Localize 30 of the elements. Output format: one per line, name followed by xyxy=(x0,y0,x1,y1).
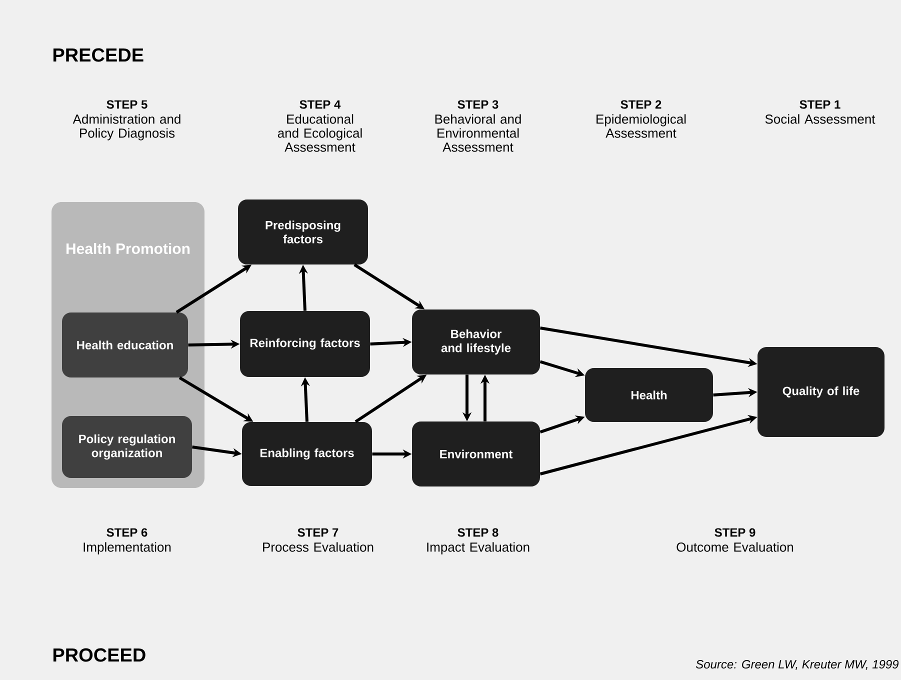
factor-box: Behavior and lifestyle xyxy=(412,310,540,374)
step-number: STEP 2 xyxy=(620,100,662,109)
step-number: STEP 9 xyxy=(714,528,756,537)
factor-box: Predisposing factors xyxy=(238,200,368,264)
source-note: Source: Green LW, Kreuter MW, 1999 xyxy=(696,660,899,670)
factor-box: Environment xyxy=(412,422,540,486)
step-description: Social Assessment xyxy=(765,114,876,124)
step-number: STEP 5 xyxy=(106,100,148,109)
step-description: Educational and Ecological Assessment xyxy=(278,114,362,152)
step-description: Outcome Evaluation xyxy=(676,542,794,552)
factor-box: Policy regulation organization xyxy=(62,416,192,478)
factor-box: Enabling factors xyxy=(242,422,372,486)
section-heading: PRECEDE xyxy=(53,48,144,62)
step-number: STEP 3 xyxy=(458,100,498,109)
section-heading: PROCEED xyxy=(53,648,146,662)
step-number: STEP 8 xyxy=(458,528,498,537)
step-number: STEP 7 xyxy=(298,528,338,537)
factor-box: Quality of life xyxy=(758,347,885,437)
factor-box: Health education xyxy=(62,312,188,378)
factor-box: Reinforcing factors xyxy=(240,311,370,377)
step-description: Epidemiological Assessment xyxy=(596,114,686,138)
step-description: Impact Evaluation xyxy=(427,542,530,554)
step-number: STEP 4 xyxy=(300,100,341,109)
factor-box: Health xyxy=(585,368,713,422)
step-description: Process Evaluation xyxy=(263,542,374,552)
step-description: Implementation xyxy=(84,542,171,554)
step-number: STEP 6 xyxy=(106,528,148,537)
step-number: STEP 1 xyxy=(800,100,840,109)
step-description: Behavioral and Environmental Assessment xyxy=(435,114,521,152)
step-description: Administration and Policy Diagnosis xyxy=(72,114,180,140)
